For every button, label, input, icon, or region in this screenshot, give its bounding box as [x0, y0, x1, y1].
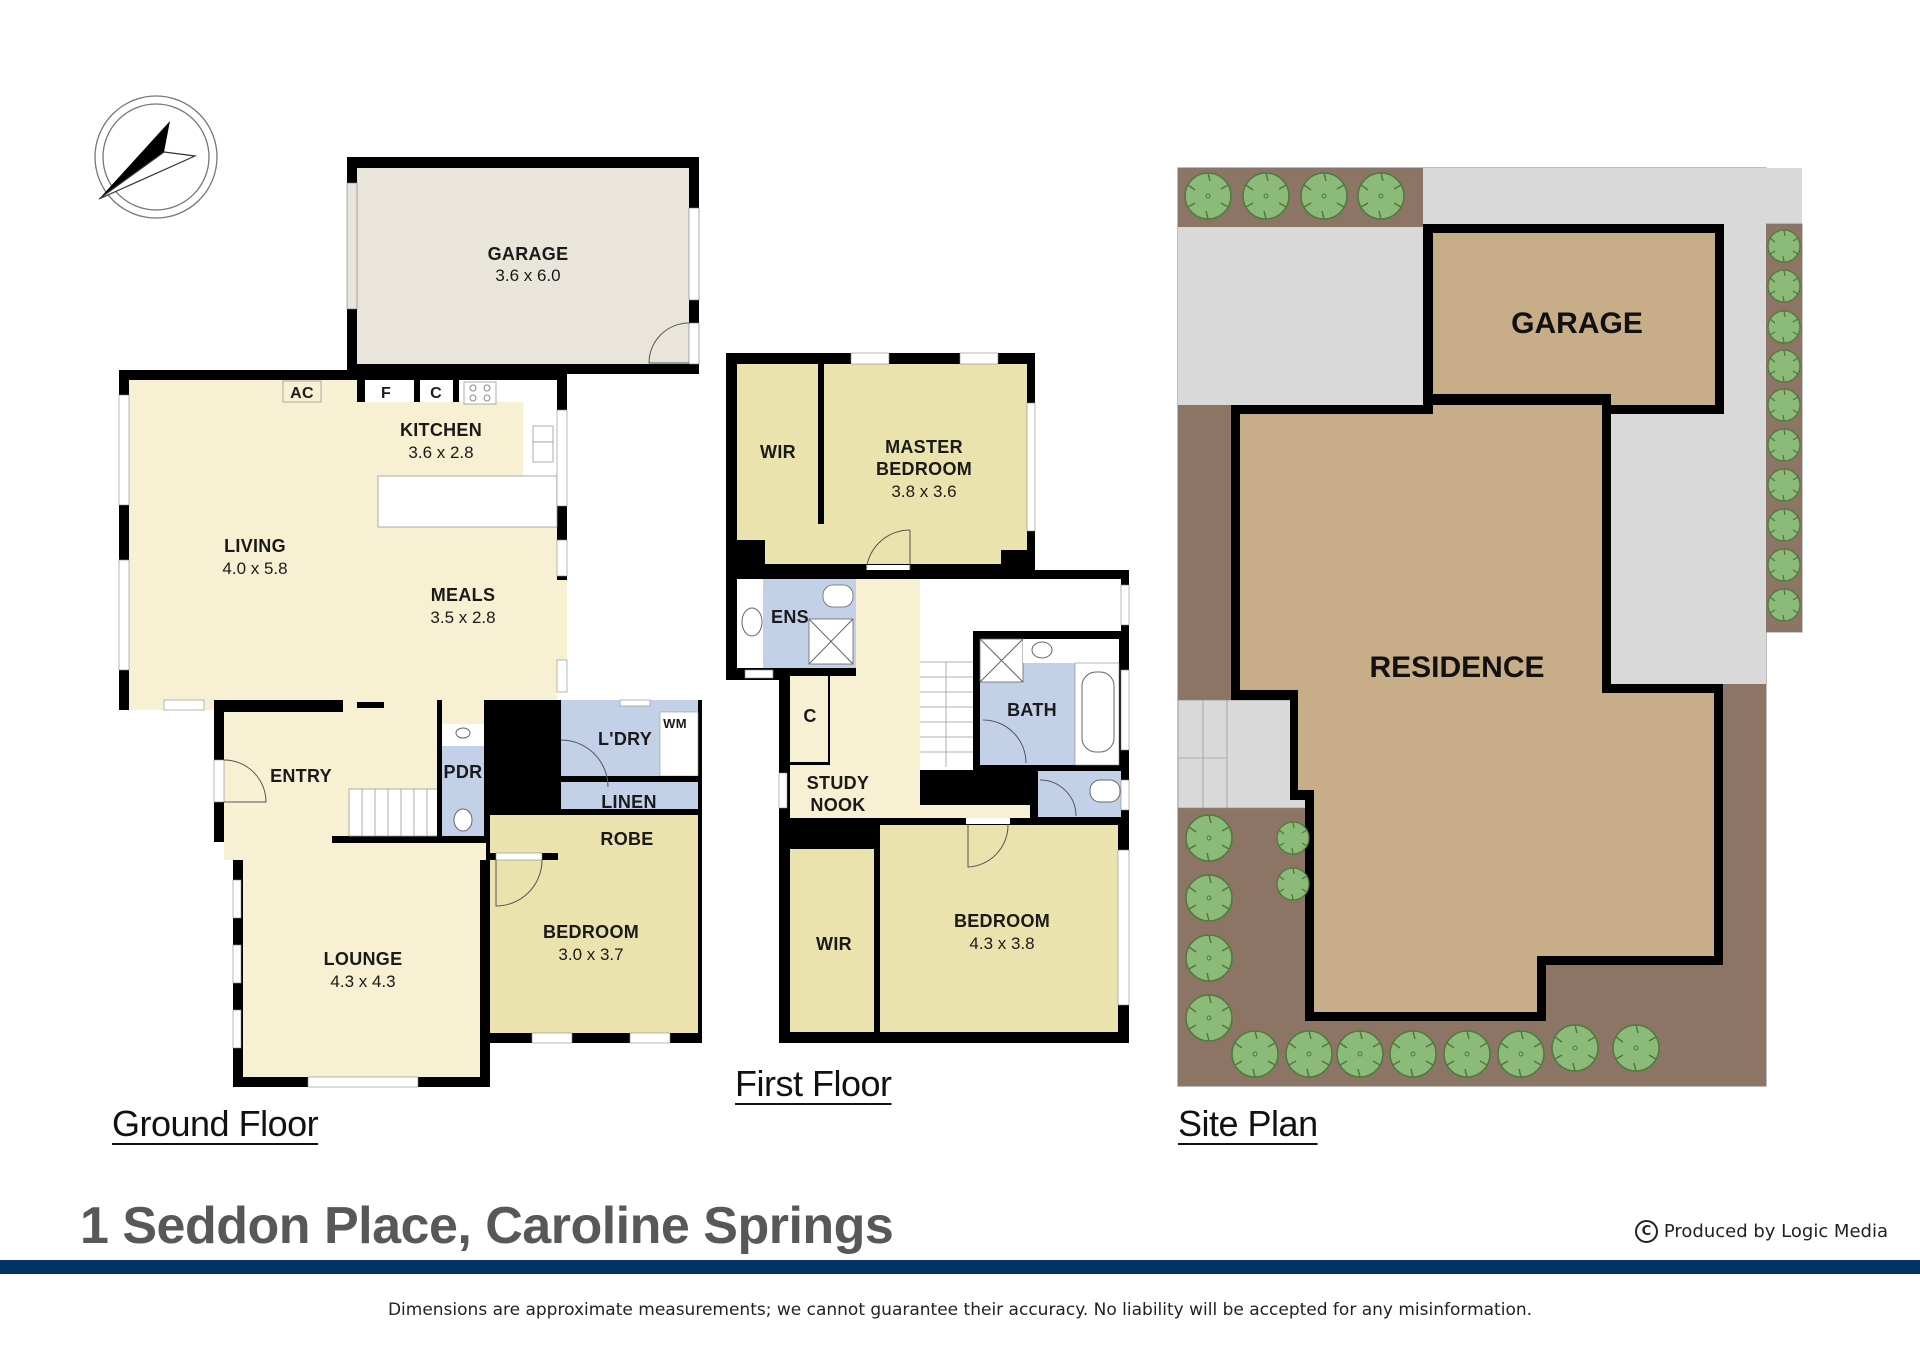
- disclaimer-text: Dimensions are approximate measurements;…: [387, 1300, 1533, 1320]
- room-lounge-label: LOUNGE: [324, 949, 403, 969]
- first-floor-plan: [726, 352, 1130, 1043]
- property-address: 1 Seddon Place, Caroline Springs: [80, 1197, 894, 1255]
- room-living-label: LIVING: [224, 536, 286, 556]
- room-wir-master-label: WIR: [760, 442, 796, 462]
- room-linen-label: LINEN: [601, 792, 657, 812]
- room-bedroom2-dims: 4.3 x 3.8: [969, 934, 1034, 953]
- fixture-cupboard-label: C: [430, 385, 442, 402]
- room-bedroom-dims: 3.0 x 3.7: [558, 945, 623, 964]
- producer-credit: C Produced by Logic Media: [1634, 1220, 1888, 1243]
- room-bath-label: BATH: [1007, 700, 1057, 720]
- room-master-bedroom-label-line1: MASTER: [885, 437, 963, 457]
- copyright-icon: C: [1634, 1220, 1658, 1243]
- producer-credit-text: Produced by Logic Media: [1663, 1221, 1888, 1242]
- first-floor-title: First Floor: [735, 1063, 892, 1104]
- room-meals-dims: 3.5 x 2.8: [430, 608, 495, 627]
- room-garage-dims: 3.6 x 6.0: [495, 266, 560, 285]
- ground-floor-title: Ground Floor: [112, 1103, 319, 1144]
- room-robe-label: ROBE: [600, 829, 653, 849]
- room-study-nook-label-line2: NOOK: [810, 795, 865, 815]
- ground-floor-plan: [118, 157, 702, 1088]
- room-pdr-label: PDR: [444, 762, 483, 782]
- room-study-nook-label-line1: STUDY: [807, 773, 870, 793]
- north-arrow-icon: [94, 95, 218, 219]
- fixture-wm-label: WM: [663, 716, 687, 731]
- room-entry-label: ENTRY: [270, 766, 332, 786]
- room-lounge-dims: 4.3 x 4.3: [330, 972, 395, 991]
- room-bedroom2-label: BEDROOM: [954, 911, 1050, 931]
- footer-divider-band: [0, 1260, 1920, 1274]
- room-master-bedroom-label-line2: BEDROOM: [876, 459, 972, 479]
- site-garage-label: GARAGE: [1511, 307, 1643, 340]
- room-kitchen-label: KITCHEN: [400, 420, 482, 440]
- room-ens-label: ENS: [771, 607, 809, 627]
- site-plan-drawing: [1177, 167, 1803, 1087]
- site-residence-label: RESIDENCE: [1369, 651, 1544, 684]
- room-laundry-label: L'DRY: [598, 729, 652, 749]
- site-plan-title: Site Plan: [1178, 1103, 1318, 1144]
- room-garage-label: GARAGE: [488, 244, 569, 264]
- room-bedroom-label: BEDROOM: [543, 922, 639, 942]
- room-living-dims: 4.0 x 5.8: [222, 559, 287, 578]
- fixture-ac-label: AC: [290, 385, 314, 402]
- room-master-bedroom-dims: 3.8 x 3.6: [891, 482, 956, 501]
- room-kitchen-dims: 3.6 x 2.8: [408, 443, 473, 462]
- fixture-fridge-label: F: [381, 385, 391, 402]
- room-wir-bedroom-label: WIR: [816, 934, 852, 954]
- room-meals-label: MEALS: [431, 585, 496, 605]
- room-cupboard-label: C: [803, 706, 816, 726]
